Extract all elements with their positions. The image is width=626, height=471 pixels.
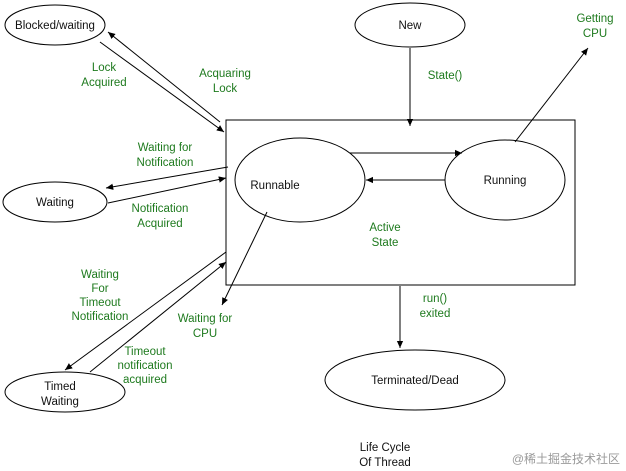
label-getting-cpu-1: Getting <box>576 13 613 25</box>
active-state-box <box>225 119 576 286</box>
caption-line2: Of Thread <box>359 457 411 469</box>
node-new-label: New <box>398 20 422 32</box>
label-timeout-acquired-3: acquired <box>123 374 167 386</box>
label-waiting-timeout-1: Waiting <box>81 269 119 281</box>
node-runnable-label: Runnable <box>250 180 299 192</box>
node-terminated-label: Terminated/Dead <box>371 375 459 387</box>
label-timeout-acquired-2: notification <box>118 360 173 372</box>
label-notification-acquired-1: Notification <box>132 203 189 215</box>
label-timeout-acquired-1: Timeout <box>124 346 166 358</box>
label-run-exited-1: run() <box>423 293 447 305</box>
caption-line1: Life Cycle <box>360 442 411 454</box>
label-lock-acquired-2: Acquired <box>81 77 126 89</box>
edge-active-to-timed <box>64 251 227 371</box>
label-getting-cpu-2: CPU <box>583 28 607 40</box>
edge-active-to-waiting <box>105 166 229 190</box>
label-waiting-notification-1: Waiting for <box>138 142 193 154</box>
edge-running-to-cpu <box>514 47 589 143</box>
label-notification-acquired-2: Acquired <box>137 218 182 230</box>
label-waiting-cpu-2: CPU <box>193 328 217 340</box>
edge-runnable-to-waitcpu <box>221 211 268 306</box>
label-waiting-timeout-3: Timeout <box>79 297 121 309</box>
label-waiting-timeout-4: Notification <box>72 311 129 323</box>
node-new: New <box>354 2 466 48</box>
node-timed-label-line2: Waiting <box>41 396 79 408</box>
label-waiting-notification-2: Notification <box>137 157 194 169</box>
label-run-exited-2: exited <box>420 308 451 320</box>
label-acquaring-lock-1: Acquaring <box>199 68 251 80</box>
watermark-text: @稀土掘金技术社区 <box>512 451 620 466</box>
node-runnable: Runnable <box>234 137 366 223</box>
edge-timed-to-active <box>89 261 227 373</box>
node-terminated: Terminated/Dead <box>324 349 506 411</box>
node-blocked: Blocked/waiting <box>4 4 106 46</box>
edge-waiting-to-active <box>107 176 227 204</box>
node-running: Running <box>444 139 566 221</box>
label-state: State() <box>428 70 463 82</box>
label-acquaring-lock-2: Lock <box>213 83 238 95</box>
node-blocked-label: Blocked/waiting <box>15 20 95 32</box>
label-active-state-1: Active <box>369 222 400 234</box>
label-waiting-timeout-2: For <box>91 283 108 295</box>
label-active-state-2: State <box>372 237 399 249</box>
label-lock-acquired-1: Lock <box>92 62 117 74</box>
edge-blocked-to-active <box>99 41 225 133</box>
node-waiting: Waiting <box>2 181 108 223</box>
edge-active-to-blocked <box>107 31 221 123</box>
node-running-label: Running <box>484 175 527 187</box>
node-waiting-label: Waiting <box>36 197 74 209</box>
node-timed-waiting: Timed Waiting <box>4 371 126 413</box>
node-timed-label-line1: Timed <box>44 381 76 393</box>
label-waiting-cpu-1: Waiting for <box>178 313 233 325</box>
